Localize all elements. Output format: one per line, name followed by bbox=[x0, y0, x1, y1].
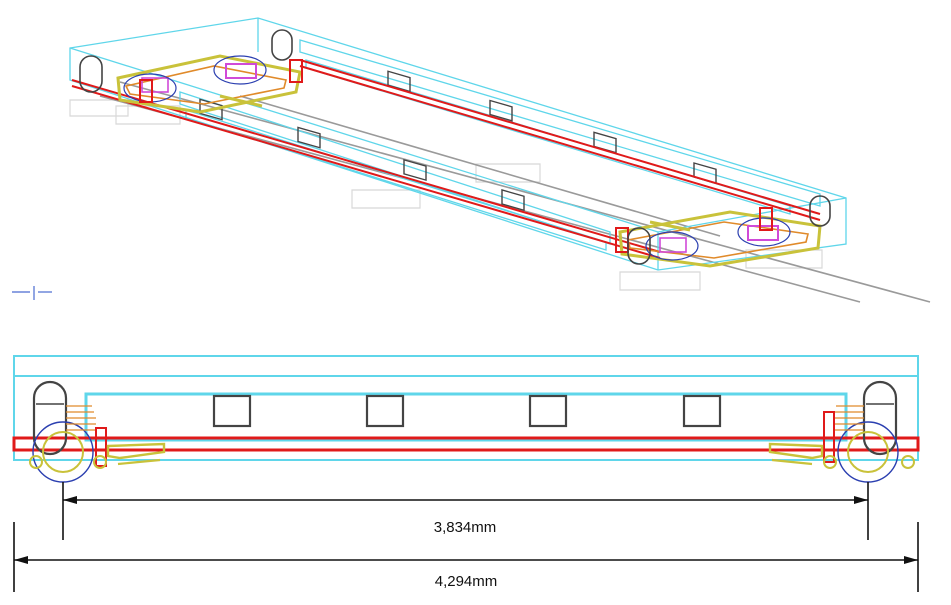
frame-iso bbox=[71, 59, 821, 259]
dimension-overall-length-label: 4,294mm bbox=[435, 573, 498, 590]
bogie-left-iso bbox=[116, 54, 303, 114]
end-lamp-left bbox=[32, 380, 68, 456]
bogie-left-side bbox=[29, 380, 166, 483]
car-body-iso bbox=[69, 17, 847, 271]
side-windows bbox=[212, 394, 722, 428]
underframe bbox=[12, 436, 920, 452]
window bbox=[212, 394, 252, 428]
car-body-side bbox=[13, 355, 919, 461]
iso-end-lamps bbox=[79, 29, 831, 265]
window bbox=[528, 394, 568, 428]
dimension-wheelbase bbox=[62, 482, 869, 540]
dimension-overall-length bbox=[13, 522, 919, 592]
axis-triad-icon bbox=[12, 286, 52, 300]
end-lamp-right bbox=[862, 380, 898, 456]
bogie-right-side bbox=[768, 380, 915, 483]
window bbox=[365, 394, 405, 428]
isometric-view bbox=[12, 17, 931, 303]
bogie-right-iso bbox=[615, 207, 822, 268]
side-view: 3,834mm 4,294mm bbox=[12, 355, 920, 592]
dimension-wheelbase-label: 3,834mm bbox=[434, 519, 497, 536]
window bbox=[682, 394, 722, 428]
window-band bbox=[84, 392, 848, 442]
